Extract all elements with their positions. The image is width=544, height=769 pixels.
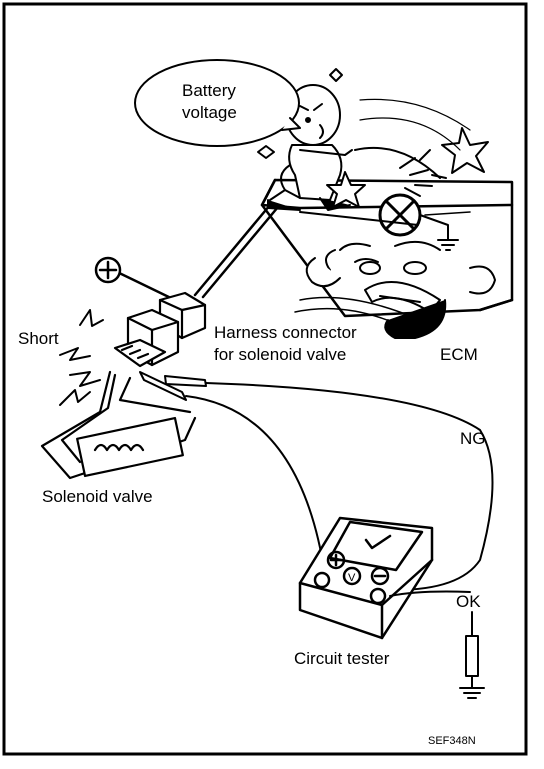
short-spark-icon [59,309,104,406]
spark-stars-illustration [257,68,489,208]
figure-frame [2,2,528,756]
bubble-label-line2: voltage [182,103,237,122]
harness-label-line2: for solenoid valve [214,345,346,364]
harness-connector-illustration [113,291,207,368]
ecm-label: ECM [440,345,478,364]
tester-volt-symbol: V [348,572,356,584]
ng-label: NG [460,429,486,448]
error-cross-icon [378,193,422,237]
solenoid-valve-illustration [40,370,197,480]
ecm-face-illustration [294,240,496,339]
speech-bubble [134,59,301,147]
ok-probe-ground [389,590,485,699]
ok-label: OK [456,592,481,611]
wiring-harness [111,203,419,302]
ecm-ground-icon [419,214,459,251]
tester-label: Circuit tester [294,649,390,668]
short-label: Short [18,329,59,348]
bubble-label-line1: Battery [182,81,236,100]
solenoid-label: Solenoid valve [42,487,153,506]
harness-label-line1: Harness connector [214,323,357,342]
battery-positive-icon [94,256,122,284]
tester-probes [139,371,494,591]
circuit-tester-illustration [298,516,434,640]
figure-code: SEF348N [428,735,476,747]
